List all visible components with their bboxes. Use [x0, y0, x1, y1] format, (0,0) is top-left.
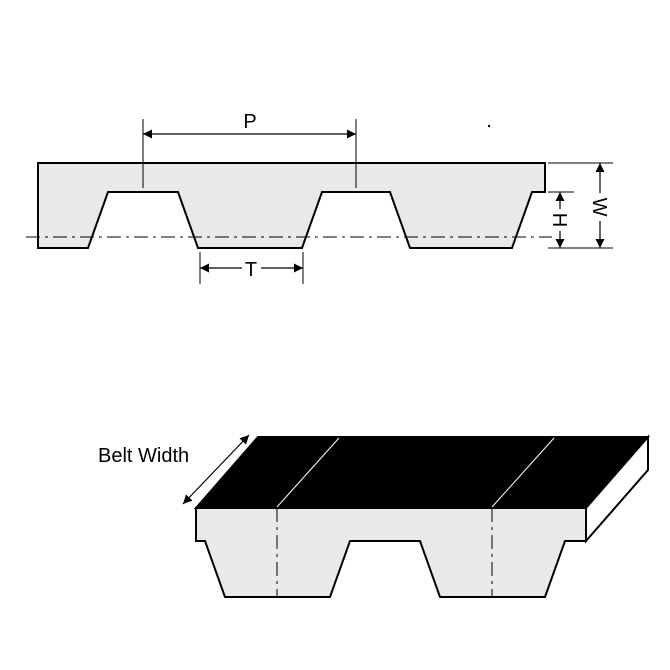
belt-profile-shape [37, 162, 546, 249]
tooth-width-label-background [242, 256, 261, 279]
belt-width-dimension: Belt Width [98, 434, 250, 505]
tooth-width-dimension-label: T [245, 259, 257, 281]
belt-width-label: Belt Width [98, 445, 189, 467]
belt-width-dimension-arrow [182, 434, 250, 505]
belt-cross-section-view: P T H [26, 111, 613, 284]
tooth-width-dimension: T [199, 252, 304, 284]
top-face-tooth-line-2 [491, 437, 555, 508]
tooth-height-dimension-label: H [548, 213, 570, 227]
belt-end-face [585, 434, 649, 544]
belt-front-face [195, 507, 587, 598]
belt-top-face [193, 436, 651, 509]
tooth-height-dimension: H [548, 192, 570, 248]
pitch-dimension: P [142, 111, 357, 188]
tooth-height-label-background [551, 209, 569, 231]
stray-dot [487, 124, 491, 128]
belt-3d-view: Belt Width [98, 434, 651, 598]
pitch-dimension-label: P [243, 111, 256, 133]
belt-thickness-dimension-label: W [588, 198, 610, 217]
belt-thickness-dimension: W [588, 163, 611, 248]
belt-thickness-label-background [589, 193, 611, 221]
top-face-tooth-line-1 [276, 437, 340, 508]
